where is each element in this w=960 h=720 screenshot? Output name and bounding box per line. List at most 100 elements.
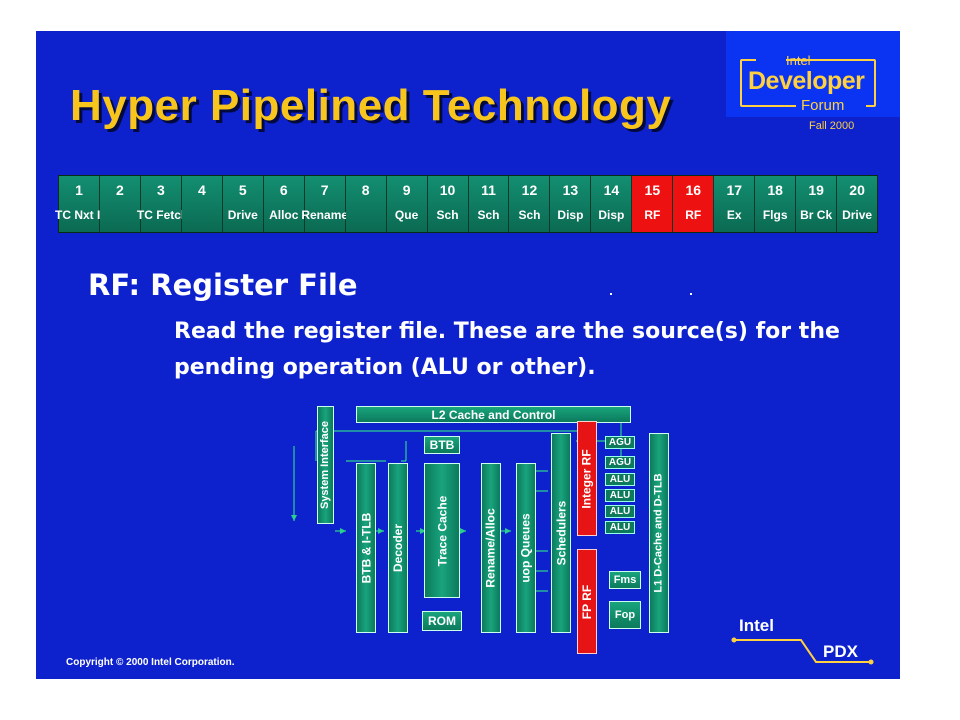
fop-label: Fop [614, 609, 636, 621]
stage-label: TC Fetch [136, 208, 189, 222]
logo-forum-text: Forum [801, 97, 845, 114]
exec-unit: ALU [605, 521, 635, 534]
copyright-text: Copyright © 2000 Intel Corporation. [66, 657, 235, 668]
stage-number: 5 [238, 182, 247, 198]
stage-label: Ex [726, 208, 742, 222]
intel-developer-forum-logo: Intel Developer Forum Fall 2000 [726, 31, 900, 132]
rename-alloc-block: Rename/Alloc [481, 463, 501, 633]
stage-number: 13 [562, 182, 579, 198]
stage-label: Flgs [762, 208, 788, 222]
stage-number: 6 [279, 182, 288, 198]
fms-label: Fms [613, 574, 637, 586]
btb-label: BTB [429, 438, 455, 452]
stage-label: Sch [518, 208, 541, 222]
stage-label: Sch [477, 208, 500, 222]
schedulers-block: Schedulers [551, 433, 571, 633]
stage-number: 2 [116, 182, 124, 198]
stage-label: Alloc [269, 208, 299, 222]
rom-label: ROM [428, 614, 456, 628]
stage-number: 1 [75, 182, 83, 198]
stage-number: 7 [320, 182, 329, 198]
decoder-block: Decoder [388, 463, 408, 633]
slide: Hyper Pipelined Technology Intel Develop… [36, 31, 900, 679]
uop-queues-block: uop Queues [516, 463, 536, 633]
pipeline-stage: 4 [181, 176, 223, 232]
logo-intel-text: Intel [786, 53, 811, 68]
exec-unit: ALU [605, 505, 635, 518]
pipeline-stage: 2 [99, 176, 141, 232]
stage-number: 14 [603, 182, 620, 198]
stage-label: Br Ck [800, 208, 833, 222]
stage-label: Drive [227, 208, 258, 222]
logo-developer-text: Developer [748, 67, 865, 95]
integer-rf-block: Integer RF [577, 421, 597, 536]
l1-dcache-dtlb-block: L1 D-Cache and D-TLB [649, 433, 669, 633]
exec-unit: ALU [605, 473, 635, 486]
exec-unit: AGU [605, 436, 635, 449]
decoder-label: Decoder [391, 523, 405, 573]
fms-block: Fms [609, 571, 641, 589]
stage-number: 10 [439, 182, 456, 198]
section-body: Read the register file. These are the so… [174, 319, 840, 380]
pdx-text: PDX [823, 642, 858, 661]
stage-label: RF [644, 208, 661, 222]
l1-dcache-label: L1 D-Cache and D-TLB [653, 473, 665, 593]
section-heading: RF: Register File [88, 268, 358, 302]
uop-queues-label: uop Queues [519, 513, 533, 583]
stage-label: Disp [557, 208, 584, 222]
pipeline-stage: 8 [345, 176, 387, 232]
intel-pdx-logo: Intel PDX [731, 616, 881, 671]
stage-number: 16 [685, 182, 702, 198]
stage-number: 11 [481, 182, 496, 198]
btb-itlb-block: BTB & I-TLB [356, 463, 376, 633]
stage-number: 9 [402, 182, 411, 198]
integer-rf-label: Integer RF [580, 448, 594, 509]
stray-dot [610, 293, 612, 295]
pipeline-block-diagram: L2 Cache and Control System Interface BT… [276, 401, 669, 656]
stage-label: Rename [301, 208, 349, 222]
btb-itlb-label: BTB & I-TLB [359, 512, 373, 584]
stage-number: 3 [156, 182, 165, 198]
stage-number: 19 [808, 182, 824, 198]
system-interface-label: System Interface [319, 420, 332, 510]
stage-label: Drive [842, 208, 873, 222]
stage-label: TC Nxt IP [55, 208, 109, 222]
stage-label: RF [685, 208, 702, 222]
l2-cache-label: L2 Cache and Control [431, 407, 556, 422]
pipeline-stage: 19 Br Ck [796, 176, 838, 232]
fp-rf-label: FP RF [580, 584, 595, 619]
fop-block: Fop [609, 601, 641, 629]
stage-number: 17 [726, 182, 743, 198]
stage-number: 8 [361, 182, 370, 198]
stage-label: Sch [436, 208, 459, 222]
trace-cache-label: Trace Cache [435, 495, 449, 566]
stage-label: Disp [598, 208, 625, 222]
l2-cache-and-control-block: L2 Cache and Control [356, 406, 631, 423]
stage-number: 18 [767, 182, 783, 198]
trace-cache-block: Trace Cache [424, 463, 460, 598]
fp-rf-block: FP RF [577, 549, 597, 654]
stage-number: 15 [644, 182, 661, 198]
pdx-intel-text: Intel [739, 616, 774, 635]
stage-number: 4 [197, 182, 206, 198]
logo-season-text: Fall 2000 [809, 120, 855, 132]
stray-dot [690, 293, 692, 295]
stage-label: Que [394, 208, 419, 222]
system-interface-block: System Interface [317, 406, 334, 524]
btb-block: BTB [424, 436, 460, 454]
pdx-logo-line [731, 637, 874, 665]
stage-number: 20 [849, 182, 865, 198]
rename-alloc-label: Rename/Alloc [484, 508, 499, 588]
